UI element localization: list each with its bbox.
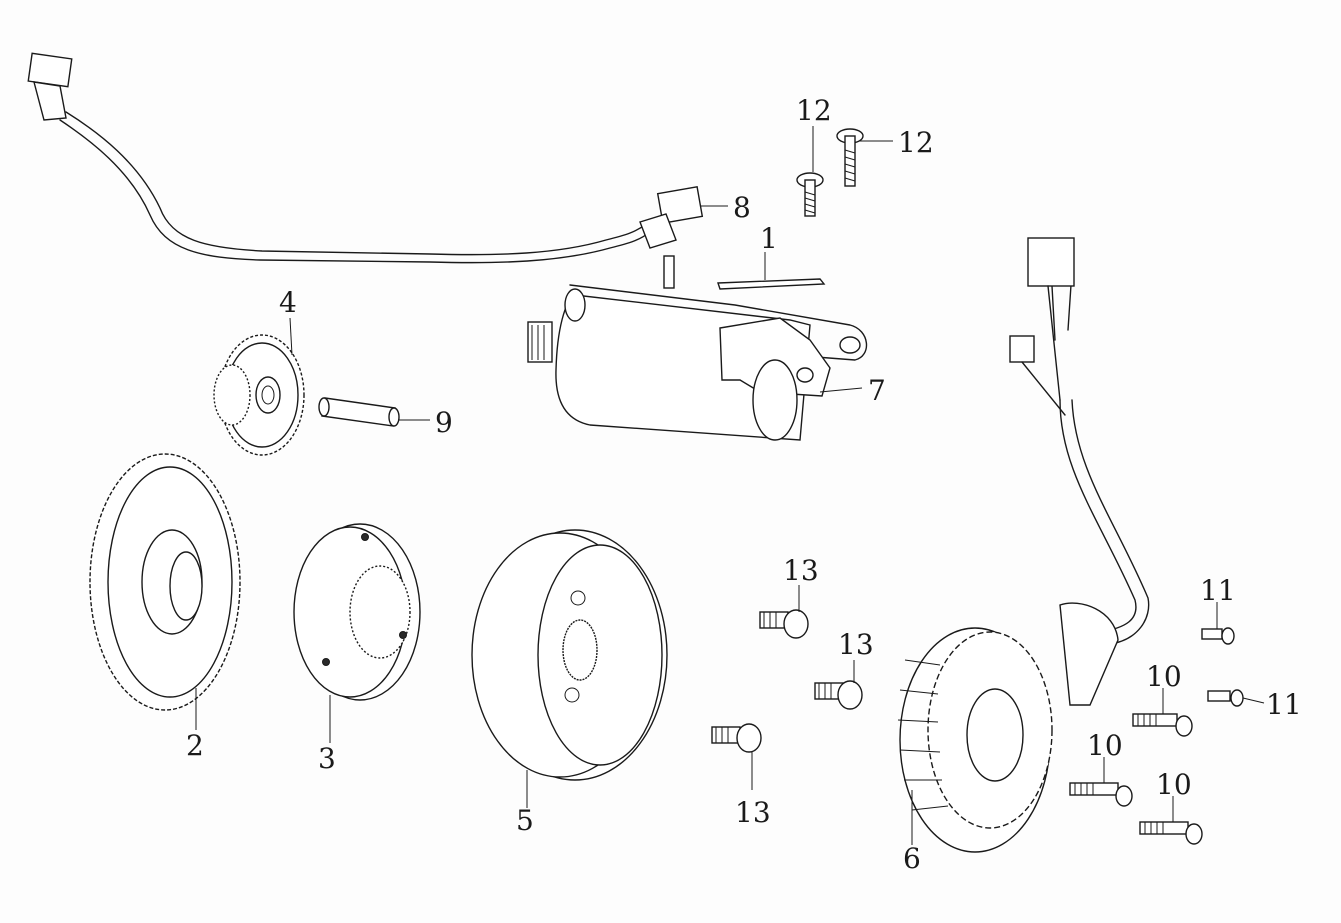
stator-assembly bbox=[897, 237, 1150, 853]
flange-bolt-upper-left bbox=[796, 172, 824, 217]
socket-bolt-middle bbox=[814, 680, 863, 710]
callout-10-a: 10 bbox=[1146, 660, 1182, 693]
callout-10-b: 10 bbox=[1087, 729, 1123, 762]
callout-4: 4 bbox=[279, 286, 297, 319]
stator-bolt-1 bbox=[1132, 713, 1193, 737]
callout-13-b: 13 bbox=[838, 628, 874, 661]
starter-motor bbox=[527, 255, 868, 441]
callout-1: 1 bbox=[760, 222, 778, 255]
callout-12-b: 12 bbox=[898, 126, 934, 159]
leader-lines bbox=[195, 126, 1265, 845]
callout-13-a: 13 bbox=[783, 554, 819, 587]
callout-7: 7 bbox=[868, 374, 886, 407]
callout-13-c: 13 bbox=[735, 796, 771, 829]
callout-labels: 1 2 3 4 5 6 7 8 9 10 10 10 11 11 12 12 1… bbox=[186, 94, 1302, 875]
callout-10-c: 10 bbox=[1156, 768, 1192, 801]
pickup-screw-lower bbox=[1207, 689, 1244, 707]
starter-brush-plate bbox=[717, 278, 826, 290]
stator-bolt-3 bbox=[1139, 821, 1203, 845]
flywheel-rotor bbox=[471, 529, 668, 781]
callout-11-a: 11 bbox=[1200, 574, 1236, 607]
callout-8: 8 bbox=[733, 191, 751, 224]
starter-driven-gear bbox=[89, 453, 241, 711]
callout-12-a: 12 bbox=[796, 94, 832, 127]
socket-bolt-lower bbox=[711, 723, 762, 753]
callout-6: 6 bbox=[903, 842, 921, 875]
pickup-screw-upper bbox=[1201, 627, 1235, 645]
stator-bolt-2 bbox=[1069, 782, 1133, 807]
starter-idler-gear bbox=[213, 334, 305, 456]
callout-2: 2 bbox=[186, 729, 204, 762]
callout-11-b: 11 bbox=[1266, 688, 1302, 721]
socket-bolt-upper bbox=[759, 609, 809, 639]
idler-gear-shaft bbox=[318, 397, 400, 427]
callout-9: 9 bbox=[435, 406, 453, 439]
callout-3: 3 bbox=[318, 742, 336, 775]
flange-bolt-upper-right bbox=[836, 128, 864, 187]
starter-cable-harness bbox=[27, 52, 704, 264]
one-way-clutch bbox=[293, 523, 421, 701]
callout-5: 5 bbox=[516, 804, 534, 837]
